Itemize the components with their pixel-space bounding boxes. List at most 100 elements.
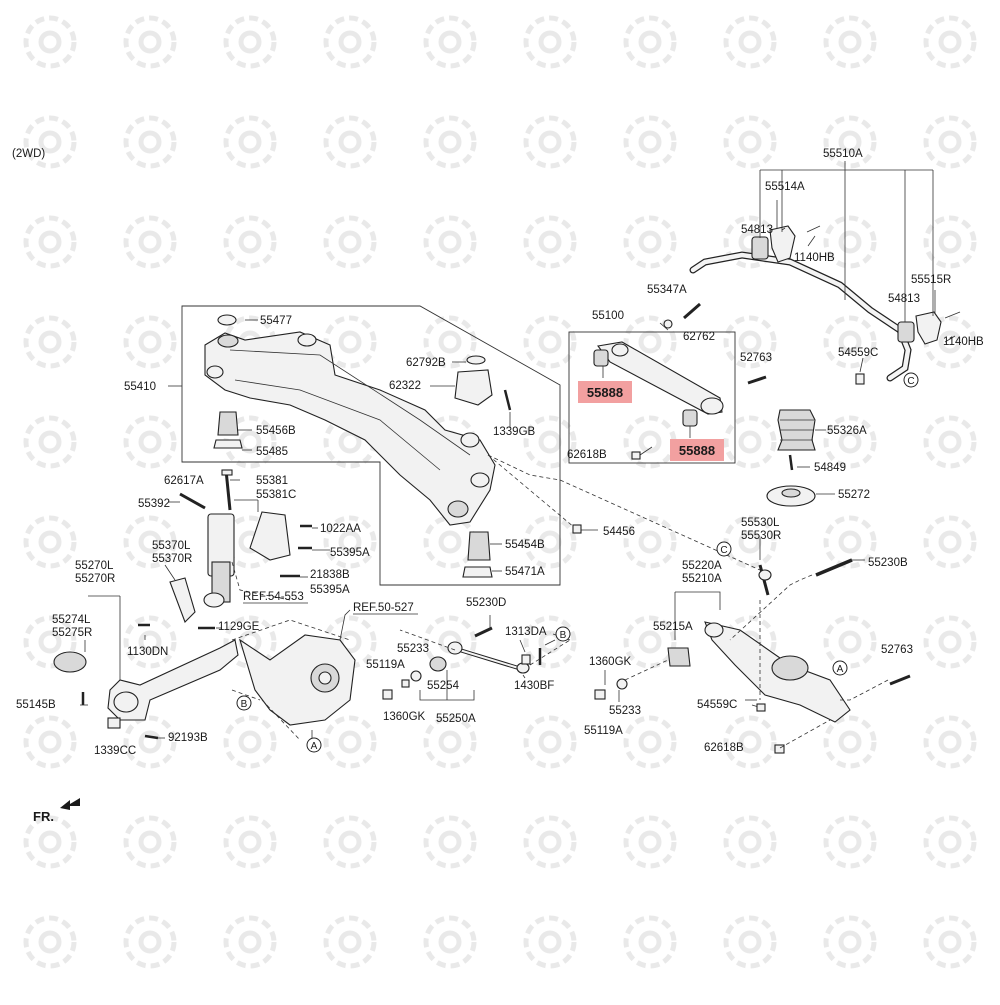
part-label-55454b[interactable]: 55454B: [505, 539, 545, 551]
part-label-55530r[interactable]: 55530R: [741, 530, 781, 542]
circle-marker-letter: B: [241, 699, 248, 710]
watermark-gear-hub: [638, 530, 662, 554]
part-label-55485[interactable]: 55485: [256, 446, 288, 458]
part-label-1360gkb[interactable]: 1360GK: [383, 711, 426, 723]
part-label-55347a[interactable]: 55347A: [647, 284, 687, 296]
watermark-gear-hub: [438, 730, 462, 754]
part-label-21838b[interactable]: 21838B: [310, 569, 350, 581]
watermark-gear-icon: [223, 115, 277, 169]
watermark-gear-hub: [538, 30, 562, 54]
part-label-54849[interactable]: 54849: [814, 462, 846, 474]
part-label-54813b[interactable]: 54813: [888, 293, 920, 305]
part-label-52763b[interactable]: 52763: [881, 644, 913, 656]
part-label-55510a[interactable]: 55510A: [823, 148, 863, 160]
bushing-lower: [682, 409, 698, 427]
part-label-55381[interactable]: 55381: [256, 475, 288, 487]
reference-2: REF.50-527: [353, 602, 414, 614]
part-label-55381c[interactable]: 55381C: [256, 489, 296, 501]
part-label-1339cc[interactable]: 1339CC: [94, 745, 136, 757]
shock-bracket-lower: [169, 577, 196, 623]
part-label-55233a[interactable]: 55233: [397, 643, 429, 655]
part-label-54559ca[interactable]: 54559C: [838, 347, 878, 359]
watermark-gear-hub: [638, 430, 662, 454]
part-label-55471a[interactable]: 55471A: [505, 566, 545, 578]
part-label-55392[interactable]: 55392: [138, 498, 170, 510]
part-label-1140hbb[interactable]: 1140HB: [943, 336, 984, 348]
watermark-gear-hub: [438, 130, 462, 154]
watermark-gear-hub: [438, 30, 462, 54]
part-label-62618bb[interactable]: 62618B: [704, 742, 744, 754]
part-label-1022aa[interactable]: 1022AA: [320, 523, 361, 535]
part-label-62618ba[interactable]: 62618B: [567, 449, 607, 461]
part-label-55410[interactable]: 55410: [124, 381, 156, 393]
part-label-1360gka[interactable]: 1360GK: [589, 656, 632, 668]
watermark-gear-hub: [738, 530, 762, 554]
part-label-92193b[interactable]: 92193B: [168, 732, 208, 744]
part-label-55456b[interactable]: 55456B: [256, 425, 296, 437]
part-label-55395aa[interactable]: 55395A: [330, 547, 370, 559]
part-label-55370l[interactable]: 55370L: [152, 540, 191, 552]
mount-bushing-55456B: [217, 411, 239, 436]
part-label-62617a[interactable]: 62617A: [164, 475, 204, 487]
part-label-55210a[interactable]: 55210A: [682, 573, 722, 585]
part-label-55230d[interactable]: 55230D: [466, 597, 506, 609]
nut-62618B-lower: [774, 744, 785, 754]
part-label-54559cb[interactable]: 54559C: [697, 699, 737, 711]
part-label-55395ab[interactable]: 55395A: [310, 584, 350, 596]
part-label-62792b[interactable]: 62792B: [406, 357, 446, 369]
watermark-gear-hub: [538, 730, 562, 754]
watermark-gear-hub: [238, 230, 262, 254]
part-label-54813a[interactable]: 54813: [741, 224, 773, 236]
watermark-gear-hub: [138, 530, 162, 554]
part-label-55100[interactable]: 55100: [592, 310, 624, 322]
watermark-gear-icon: [323, 215, 377, 269]
watermark-gear-hub: [338, 330, 362, 354]
part-label-54456[interactable]: 54456: [603, 526, 635, 538]
watermark-gear-hub: [238, 730, 262, 754]
nut-54456: [572, 524, 582, 534]
watermark-gear-icon: [23, 415, 77, 469]
part-label-62322[interactable]: 62322: [389, 380, 421, 392]
front-label: FR.: [33, 809, 54, 824]
part-label-55270l[interactable]: 55270L: [75, 560, 114, 572]
part-label-55270r[interactable]: 55270R: [75, 573, 115, 585]
part-label-55514a[interactable]: 55514A: [765, 181, 805, 193]
control-arm-group: 55888 55888: [568, 302, 767, 464]
part-label-55530l[interactable]: 55530L: [741, 517, 780, 529]
circle-marker-b: [236, 695, 252, 711]
part-label-55326a[interactable]: 55326A: [827, 425, 867, 437]
watermark-gear-hub: [638, 630, 662, 654]
variant-label: (2WD): [12, 148, 45, 160]
part-label-55274l[interactable]: 55274L: [52, 614, 91, 626]
bolt-1339CC: [107, 717, 121, 729]
part-label-55477[interactable]: 55477: [260, 315, 292, 327]
part-label-55515r[interactable]: 55515R: [911, 274, 951, 286]
part-label-1129ge[interactable]: 1129GE: [218, 621, 260, 633]
part-label-55272[interactable]: 55272: [838, 489, 870, 501]
part-label-1130dn[interactable]: 1130DN: [127, 646, 168, 658]
part-label-55370r[interactable]: 55370R: [152, 553, 192, 565]
part-label-55230ba[interactable]: 55230B: [868, 557, 908, 569]
part-label-55233b[interactable]: 55233: [609, 705, 641, 717]
part-label-1140hba[interactable]: 1140HB: [794, 252, 835, 264]
part-label-55250a[interactable]: 55250A: [436, 713, 476, 725]
part-label-52763a[interactable]: 52763: [740, 352, 772, 364]
part-label-1430bf[interactable]: 1430BF: [514, 680, 554, 692]
watermark-gear-icon: [623, 715, 677, 769]
part-label-62762[interactable]: 62762: [683, 331, 715, 343]
part-label-1313da[interactable]: 1313DA: [505, 626, 547, 638]
watermark-gear-icon: [523, 515, 577, 569]
watermark-gear-icon: [423, 915, 477, 969]
part-label-55275r[interactable]: 55275R: [52, 627, 92, 639]
watermark-gear-icon: [223, 715, 277, 769]
watermark-gear-hub: [438, 330, 462, 354]
circle-marker-c: [716, 541, 732, 557]
part-label-55119aa[interactable]: 55119A: [366, 659, 405, 671]
part-label-55220a[interactable]: 55220A: [682, 560, 722, 572]
part-label-55254[interactable]: 55254: [427, 680, 460, 692]
part-label-55119ab[interactable]: 55119A: [584, 725, 623, 737]
bar-bracket-left: [769, 225, 796, 263]
part-label-1339gb[interactable]: 1339GB: [493, 426, 536, 438]
part-label-55145b[interactable]: 55145B: [16, 699, 56, 711]
part-label-55215a[interactable]: 55215A: [653, 621, 693, 633]
